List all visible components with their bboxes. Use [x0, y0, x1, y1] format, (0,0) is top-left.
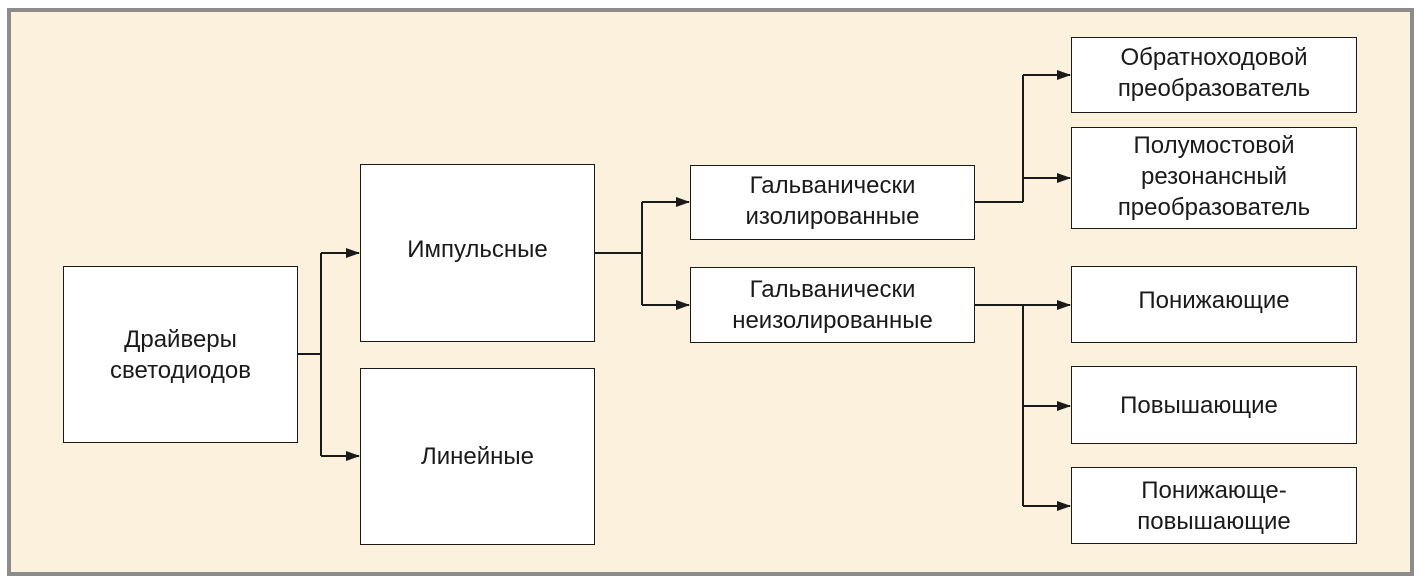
- node-isolated: Гальванически изолированные: [690, 165, 975, 240]
- node-linear-label: Линейные: [420, 443, 534, 470]
- node-flyback-converter: Обратноходовой преобразователь: [1071, 37, 1357, 113]
- node-led-drivers-label: Драйверы светодиодов: [110, 325, 251, 384]
- node-boost: Повышающие: [1071, 366, 1357, 444]
- node-switching-label: Импульсные: [407, 235, 548, 263]
- node-isolated-label: Гальванически изолированные: [745, 171, 920, 230]
- node-buck-label: Понижающие: [1138, 287, 1290, 314]
- node-half-bridge-resonant-converter: Полумостовой резонансный преобразователь: [1071, 127, 1357, 229]
- node-switching: Импульсные: [360, 164, 595, 342]
- node-buck-boost-label: Понижающе- повышающие: [1137, 476, 1291, 535]
- node-buck: Понижающие: [1071, 266, 1357, 343]
- link-isolated-trunk: [975, 75, 1024, 203]
- node-flyback-converter-label: Обратноходовой преобразователь: [1117, 44, 1311, 102]
- node-buck-boost: Понижающе- повышающие: [1071, 467, 1357, 544]
- link-pulse-trunk: [595, 202, 643, 305]
- node-non-isolated: Гальванически неизолированные: [690, 267, 975, 343]
- node-linear: Линейные: [360, 368, 595, 545]
- link-nonisolated-trunk: [975, 304, 1024, 506]
- node-led-drivers: Драйверы светодиодов: [63, 266, 298, 443]
- node-non-isolated-label: Гальванически неизолированные: [732, 276, 933, 334]
- node-boost-label: Повышающие: [1120, 391, 1278, 419]
- node-half-bridge-label: Полумостовой резонансный преобразователь: [1117, 131, 1311, 221]
- link-drivers-trunk: [298, 253, 322, 456]
